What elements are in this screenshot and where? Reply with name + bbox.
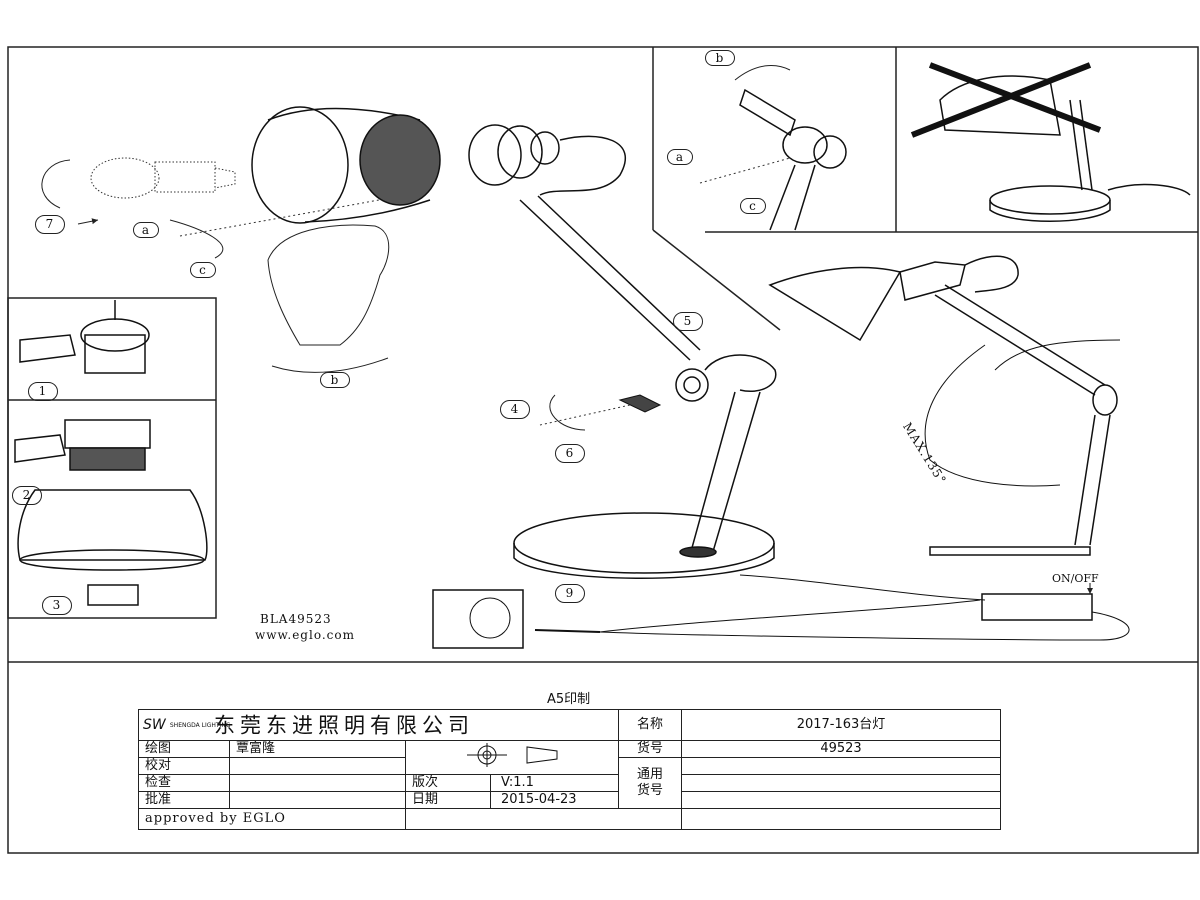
detail-step-c-badge: c	[740, 198, 766, 214]
angle-arc	[924, 344, 1061, 487]
print-size-label: A5印制	[547, 692, 591, 707]
item-no-value: 49523	[681, 740, 1001, 758]
website-text: www.eglo.com	[255, 628, 355, 642]
version-value: V:1.1	[501, 775, 534, 790]
step-c-badge: c	[190, 262, 216, 278]
date-label: 日期	[406, 792, 491, 808]
company-cell: SW SHENGDA LIGHTING 东莞东进照明有限公司	[138, 709, 619, 741]
approved-by: approved by EGLO	[138, 808, 406, 830]
version-label: 版次	[406, 775, 491, 791]
name-value: 2017-163台灯	[681, 709, 1001, 741]
check-label: 校对	[138, 757, 230, 775]
hand-drawing	[267, 224, 390, 346]
model-code: BLA49523	[260, 612, 332, 626]
date-value: 2015-04-23	[501, 792, 577, 807]
company-name: 东莞东进照明有限公司	[214, 713, 475, 737]
projection-symbol	[405, 740, 619, 775]
date-cell: 日期 2015-04-23	[405, 791, 619, 809]
step-4-badge: 4	[500, 400, 530, 419]
plug-drawing	[534, 629, 601, 633]
bulb-drawing	[90, 157, 236, 199]
switch-label: ON/OFF	[1052, 572, 1099, 585]
inline-switch-drawing	[981, 593, 1093, 621]
name-label: 名称	[618, 709, 682, 741]
socket-assembly-drawing	[14, 300, 208, 606]
projection-icon	[467, 743, 558, 767]
step-5-badge: 5	[673, 312, 703, 331]
wing-screw-drawing	[618, 394, 662, 413]
lamp-arm-drawing	[519, 195, 777, 556]
step-2-badge: 2	[12, 486, 42, 505]
version-cell: 版次 V:1.1	[405, 774, 619, 792]
general-value-2	[681, 774, 1001, 792]
drawn-value: 覃富隆	[229, 740, 406, 758]
blank-cell-2	[681, 808, 1001, 830]
item-no-label: 货号	[618, 740, 682, 758]
company-logo-sub: SHENGDA LIGHTING	[169, 721, 231, 729]
general-label: 通用货号	[618, 757, 682, 809]
lamp-shade-drawing	[251, 106, 627, 224]
step-3-badge: 3	[42, 596, 72, 615]
lamp-base-drawing	[513, 512, 775, 579]
check-value	[229, 757, 406, 775]
title-block: SW SHENGDA LIGHTING 东莞东进照明有限公司 名称 2017-1…	[138, 709, 1001, 830]
general-label-1: 通用	[636, 767, 663, 782]
blank-cell-1	[405, 808, 682, 830]
joint-detail-drawing	[739, 88, 847, 231]
step-a-badge: a	[133, 222, 159, 238]
step-1-badge: 1	[28, 382, 58, 401]
approve-value	[229, 791, 406, 809]
detail-step-a-badge: a	[667, 149, 693, 165]
approve-label: 批准	[138, 791, 230, 809]
step-9-badge: 9	[555, 584, 585, 603]
wall-socket-drawing	[432, 589, 524, 649]
step-b-badge: b	[320, 372, 350, 388]
inspect-label: 检查	[138, 774, 230, 792]
general-value-1	[681, 757, 1001, 775]
step-6-badge: 6	[555, 444, 585, 463]
drawn-label: 绘图	[138, 740, 230, 758]
company-logo: SW	[143, 716, 166, 733]
wrong-use-drawing	[939, 75, 1191, 222]
detail-step-b-badge: b	[705, 50, 735, 66]
general-label-2: 货号	[636, 783, 663, 798]
socket-detail-panel	[7, 297, 217, 619]
angle-detail-drawing	[768, 255, 1118, 556]
step-7-badge: 7	[35, 215, 65, 234]
general-value-3	[681, 791, 1001, 809]
inspect-value	[229, 774, 406, 792]
